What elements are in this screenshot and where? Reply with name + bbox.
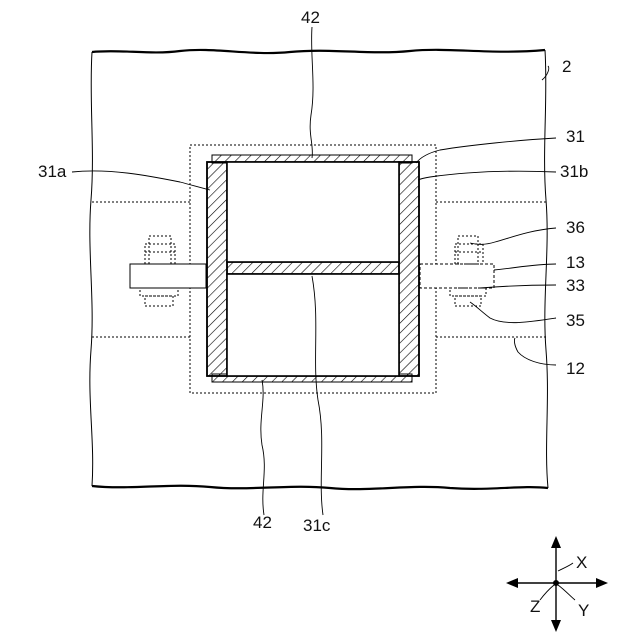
label-frame-center-wall: 31c xyxy=(303,516,331,535)
label-plate-top-strip: 42 xyxy=(301,8,320,27)
frame-right-wall xyxy=(399,162,419,376)
axes-indicator xyxy=(506,536,608,632)
label-flange-rail: 13 xyxy=(566,253,585,272)
label-plate: 2 xyxy=(562,57,571,76)
label-bolt-flange: 33 xyxy=(566,276,585,295)
label-frame-right-wall: 31b xyxy=(560,162,588,181)
label-frame: 31 xyxy=(566,127,585,146)
axis-label-y: Y xyxy=(578,601,589,620)
label-frame-left-wall: 31a xyxy=(38,162,67,181)
arrow-left-icon xyxy=(506,578,518,588)
frame-center-wall xyxy=(227,262,399,274)
label-nut-upper: 36 xyxy=(566,218,585,237)
arrow-right-icon xyxy=(596,578,608,588)
arrow-down-icon xyxy=(551,620,561,632)
label-nut-lower: 35 xyxy=(566,311,585,330)
axis-label-x: X xyxy=(576,553,587,572)
label-plate-bottom-strip: 42 xyxy=(253,513,272,532)
label-base-member: 12 xyxy=(566,359,585,378)
axis-label-z: Z xyxy=(530,597,540,616)
arrow-up-icon xyxy=(551,536,561,548)
frame-left-wall xyxy=(207,162,227,376)
lower-cell xyxy=(227,274,399,376)
upper-cell xyxy=(227,162,399,262)
